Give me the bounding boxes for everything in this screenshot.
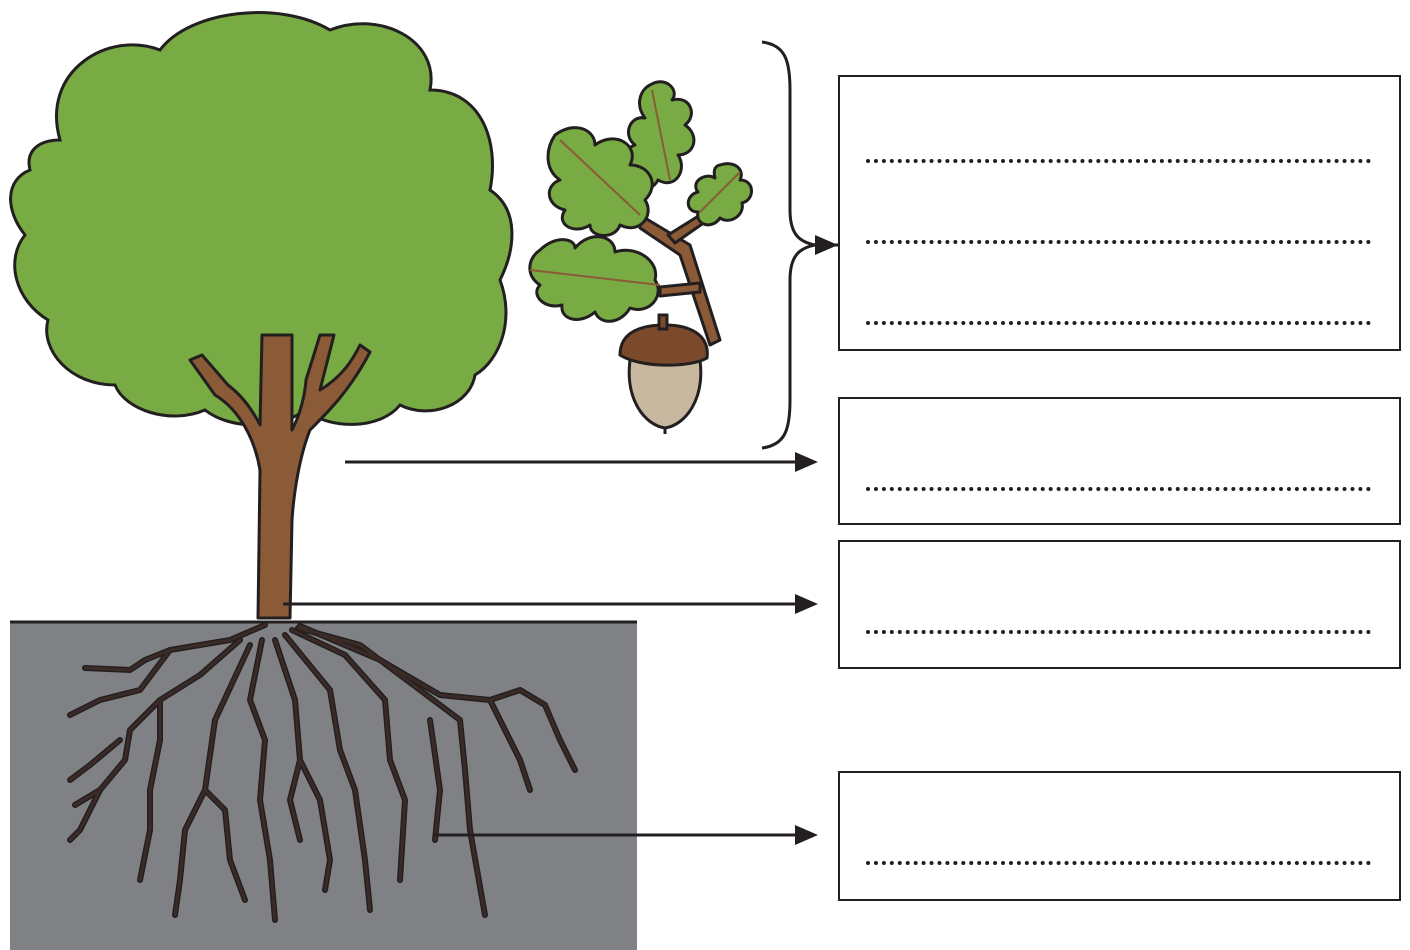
label-box-trunk bbox=[838, 397, 1401, 525]
answer-line[interactable] bbox=[866, 321, 1371, 325]
label-box-base bbox=[838, 540, 1401, 669]
oak-leaf-branch-icon bbox=[530, 82, 752, 345]
answer-line[interactable] bbox=[866, 487, 1371, 491]
label-box-leaves-fruit bbox=[838, 75, 1401, 351]
curly-brace-icon bbox=[762, 42, 815, 448]
arrow-trunk bbox=[345, 452, 818, 472]
tree-trunk bbox=[190, 335, 370, 618]
arrow-base bbox=[283, 594, 818, 614]
answer-line[interactable] bbox=[866, 240, 1371, 244]
answer-line[interactable] bbox=[866, 630, 1371, 634]
answer-line[interactable] bbox=[866, 861, 1371, 865]
acorn-icon bbox=[620, 315, 707, 434]
label-box-roots bbox=[838, 771, 1401, 901]
answer-line[interactable] bbox=[866, 159, 1371, 163]
arrow-right-icon bbox=[815, 235, 838, 255]
